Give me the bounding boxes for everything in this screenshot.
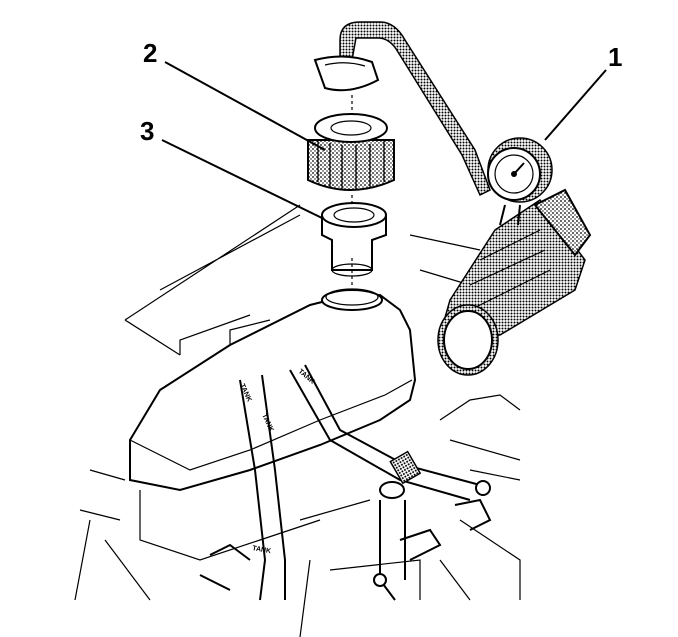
- leader-lines: [161, 61, 607, 219]
- reservoir-cap: [307, 95, 395, 205]
- tester-hose: [313, 21, 491, 197]
- callout-1: 1: [608, 42, 622, 72]
- cap-adapter: [321, 202, 387, 288]
- hose-label-3: TANK: [252, 545, 272, 555]
- pressure-tester: [437, 137, 592, 376]
- callout-3: 3: [140, 116, 154, 146]
- callout-2: 2: [143, 38, 157, 68]
- engine-compartment: [74, 204, 521, 637]
- coolant-reservoir: [129, 288, 417, 561]
- coolant-hoses: [199, 364, 492, 601]
